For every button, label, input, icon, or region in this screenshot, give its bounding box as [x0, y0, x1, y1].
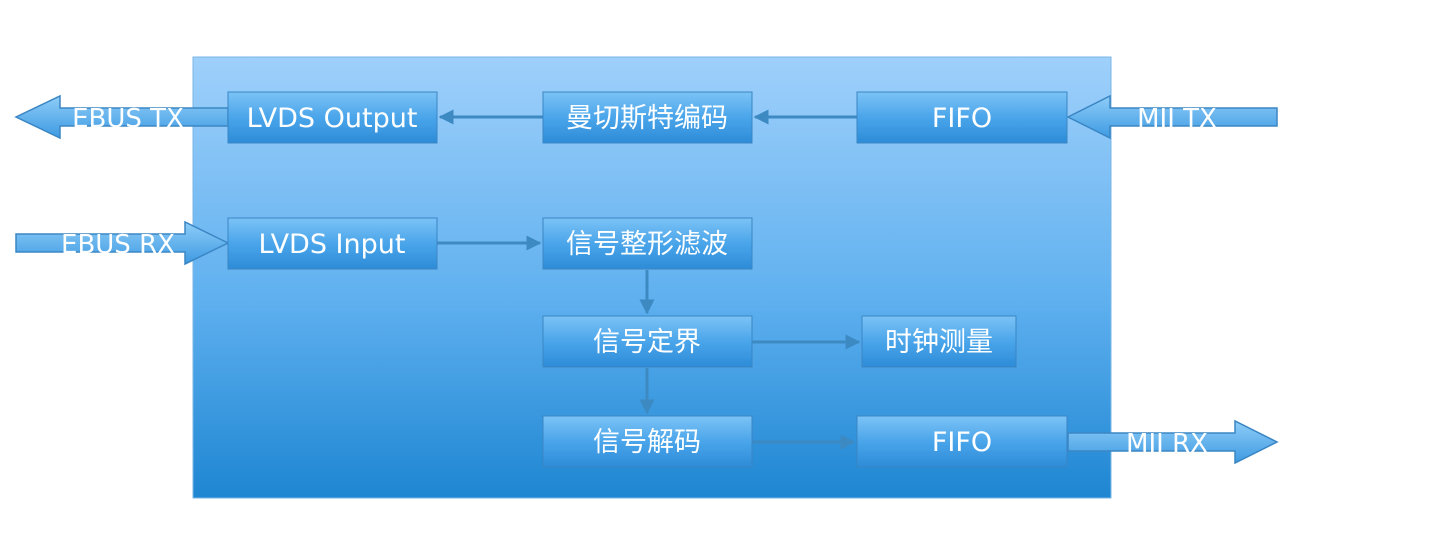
block-lvds-output-label: LVDS Output — [247, 103, 418, 134]
block-lvds-input: LVDS Input — [227, 217, 438, 270]
block-fifo-tx: FIFO — [856, 91, 1068, 144]
mii-tx-arrow: MII TX — [1066, 94, 1278, 140]
block-manchester-encoder: 曼切斯特编码 — [542, 91, 753, 144]
block-manchester-encoder-label: 曼切斯特编码 — [566, 103, 728, 134]
block-signal-shaping-filter-label: 信号整形滤波 — [566, 229, 728, 260]
block-lvds-output: LVDS Output — [227, 91, 438, 144]
block-signal-decode-label: 信号解码 — [593, 427, 701, 458]
block-signal-shaping-filter: 信号整形滤波 — [542, 217, 753, 270]
mii-rx-arrow: MII RX — [1067, 419, 1279, 465]
ebus-tx-arrow: EBUS TX — [14, 94, 229, 140]
ebus-tx-label: EBUS TX — [72, 104, 184, 134]
block-signal-decode: 信号解码 — [542, 415, 753, 468]
block-lvds-input-label: LVDS Input — [259, 229, 406, 260]
block-signal-framing: 信号定界 — [542, 315, 753, 368]
ebus-rx-label: EBUS RX — [61, 230, 175, 260]
block-fifo-rx: FIFO — [856, 415, 1068, 468]
mii-rx-label: MII RX — [1126, 429, 1208, 459]
block-fifo-rx-label: FIFO — [932, 427, 992, 458]
block-signal-framing-label: 信号定界 — [593, 327, 701, 358]
block-clock-measurement: 时钟测量 — [861, 315, 1017, 368]
block-clock-measurement-label: 时钟测量 — [885, 327, 993, 358]
ebus-rx-arrow: EBUS RX — [15, 220, 230, 266]
mii-tx-label: MII TX — [1137, 104, 1217, 134]
block-fifo-tx-label: FIFO — [932, 103, 992, 134]
